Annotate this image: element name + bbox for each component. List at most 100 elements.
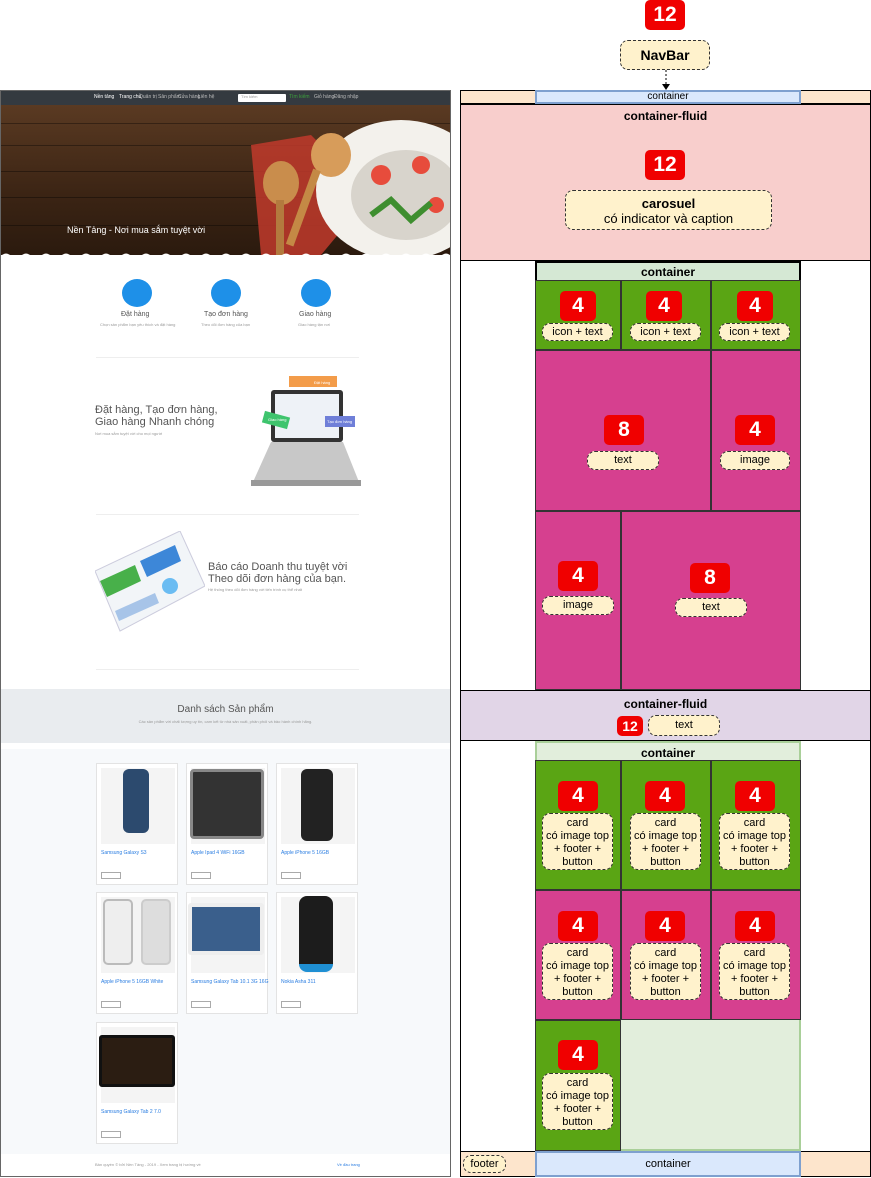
- mockup-hero-carousel[interactable]: Nền Tảng - Nơi mua sắm tuyệt vời: [1, 105, 450, 255]
- carousel-note: carosuel có indicator và caption: [565, 190, 772, 230]
- feature-note: icon + text: [630, 323, 701, 341]
- mockup-products-header: [1, 689, 450, 743]
- mockup-feature-text: Chọn sản phẩm bạn yêu thích và đặt hàng: [100, 322, 176, 327]
- mockup-feature-icon: [301, 279, 331, 307]
- mockup-nav-link[interactable]: Cửa hàng: [178, 94, 201, 100]
- card-note-title: card: [743, 817, 766, 829]
- product-tablet-image: [188, 903, 264, 955]
- fluid-header-title: container-fluid: [623, 697, 708, 711]
- product-name[interactable]: Nokia Asha 311: [281, 979, 316, 985]
- mockup-section2-text: Hệ thống theo dõi đơn hàng với tiến trìn…: [208, 587, 302, 592]
- mockup-feature-text: Giao hàng tận nơi: [298, 322, 330, 327]
- card-badge: 4: [645, 911, 685, 941]
- product-name[interactable]: Apple iPhone 5 16GB: [281, 850, 330, 856]
- mockup-nav-link[interactable]: Quản trị: [139, 94, 157, 100]
- product-tablet-image: [99, 1035, 175, 1087]
- carousel-region-title: container-fluid: [623, 109, 708, 123]
- buy-button[interactable]: [101, 872, 121, 879]
- card-badge: 4: [558, 781, 598, 811]
- mockup-hero-caption: Nền Tảng - Nơi mua sắm tuyệt vời: [67, 225, 206, 235]
- card-note-line: + footer +: [641, 973, 690, 985]
- buy-button[interactable]: [101, 1001, 121, 1008]
- mockup-cart-link[interactable]: Giỏ hàng: [314, 94, 335, 100]
- product-name[interactable]: Apple iPhone 5 16GB White: [101, 979, 164, 985]
- buy-button[interactable]: [191, 1001, 211, 1008]
- row2-text-note: text: [675, 598, 747, 617]
- mockup-section1-text: Nơi mua sắm tuyệt vời cho mọi người: [95, 431, 163, 436]
- mockup-products-title: Danh sách Sản phẩm: [177, 704, 274, 715]
- mockup-divider: [96, 669, 359, 670]
- carousel-note-text: có indicator và caption: [603, 211, 734, 226]
- card-badge: 4: [735, 781, 775, 811]
- mockup-footer-link[interactable]: Về đầu trang: [337, 1162, 360, 1167]
- mockup-section1-title: Giao hàng Nhanh chóng: [95, 416, 215, 428]
- mockup-dashboard-image: [95, 531, 205, 632]
- card-note-line: + footer +: [730, 843, 779, 855]
- product-phone-image: [299, 896, 333, 972]
- card-note-line: + footer +: [553, 973, 602, 985]
- mockup-brand[interactable]: Nền tảng: [94, 94, 115, 100]
- mockup-hero-image: [251, 120, 450, 255]
- fluid-header-note: text: [648, 715, 720, 736]
- mockup-feature-title: Giao hàng: [299, 311, 332, 318]
- mockup-feature-title: Tạo đơn hàng: [204, 311, 248, 318]
- row2-image-badge: 4: [558, 561, 598, 591]
- mockup-feature-title: Đặt hàng: [121, 311, 150, 318]
- buy-button[interactable]: [281, 1001, 301, 1008]
- navbar-badge: 12: [645, 0, 685, 30]
- card-note-line: có image top: [546, 830, 609, 842]
- row1-text-badge: 8: [604, 415, 644, 445]
- buy-button[interactable]: [281, 872, 301, 879]
- mockup-divider: [96, 514, 359, 515]
- card-note-line: button: [562, 986, 593, 998]
- carousel-badge: 12: [645, 150, 685, 180]
- card-note-title: card: [654, 947, 677, 959]
- card-note-line: có image top: [634, 960, 697, 972]
- card-note-title: card: [654, 817, 677, 829]
- mockup-nav-link[interactable]: Sản phẩm: [158, 94, 181, 100]
- product-name[interactable]: Samsung Galaxy Tab 10.1 3G 16G: [191, 979, 269, 985]
- feature-badge: 4: [737, 291, 773, 321]
- product-name[interactable]: Samsung Galaxy Tab 2 7.0: [101, 1109, 161, 1115]
- feature-note: icon + text: [719, 323, 790, 341]
- footer-note: footer: [463, 1155, 506, 1173]
- card-note-line: button: [562, 1116, 593, 1128]
- card-note-line: + footer +: [553, 843, 602, 855]
- card-note-title: card: [566, 947, 589, 959]
- card-note-line: + footer +: [730, 973, 779, 985]
- mockup-search-input[interactable]: [238, 94, 286, 102]
- carousel-note-title: carosuel: [641, 196, 696, 211]
- mockup-tag: Giao hàng: [268, 417, 287, 422]
- mockup-login-link[interactable]: Đăng nhập: [334, 94, 359, 100]
- mockup-section2-title: Theo dõi đơn hàng của bạn.: [208, 573, 347, 585]
- card-note-line: có image top: [634, 830, 697, 842]
- feature-note: icon + text: [542, 323, 613, 341]
- mockup-feature-icon: [211, 279, 241, 307]
- navbar-arrow: [662, 70, 670, 90]
- mockup-products-subtitle: Các sản phẩm với chất lượng uy tín, cam …: [138, 719, 313, 724]
- mockup-nav-link[interactable]: Trang chủ: [119, 94, 142, 100]
- product-phone-image: [103, 899, 133, 965]
- mockup-navbar: Nền tảng Trang chủ Quản trị Sản phẩm Cửa…: [1, 91, 450, 105]
- mockup-hero-wave: [1, 253, 450, 261]
- website-mockup: Nền tảng Trang chủ Quản trị Sản phẩm Cửa…: [0, 90, 451, 1177]
- feature-badge: 4: [646, 291, 682, 321]
- mockup-nav-link[interactable]: Liên hệ: [198, 94, 215, 100]
- card-note-line: có image top: [546, 960, 609, 972]
- products-container-title: container: [640, 746, 695, 760]
- card-note-line: button: [650, 856, 681, 868]
- buy-button[interactable]: [191, 872, 211, 879]
- mockup-search-button[interactable]: Tìm kiếm: [289, 94, 310, 100]
- product-name[interactable]: Apple Ipad 4 WiFi 16GB: [191, 850, 245, 856]
- card-badge: 4: [735, 911, 775, 941]
- row1-text-note: text: [587, 451, 659, 470]
- product-name[interactable]: Samsung Galaxy S3: [101, 850, 147, 856]
- mockup-search-placeholder: Tìm kiếm: [241, 94, 258, 99]
- buy-button[interactable]: [101, 1131, 121, 1138]
- row1-image-badge: 4: [735, 415, 775, 445]
